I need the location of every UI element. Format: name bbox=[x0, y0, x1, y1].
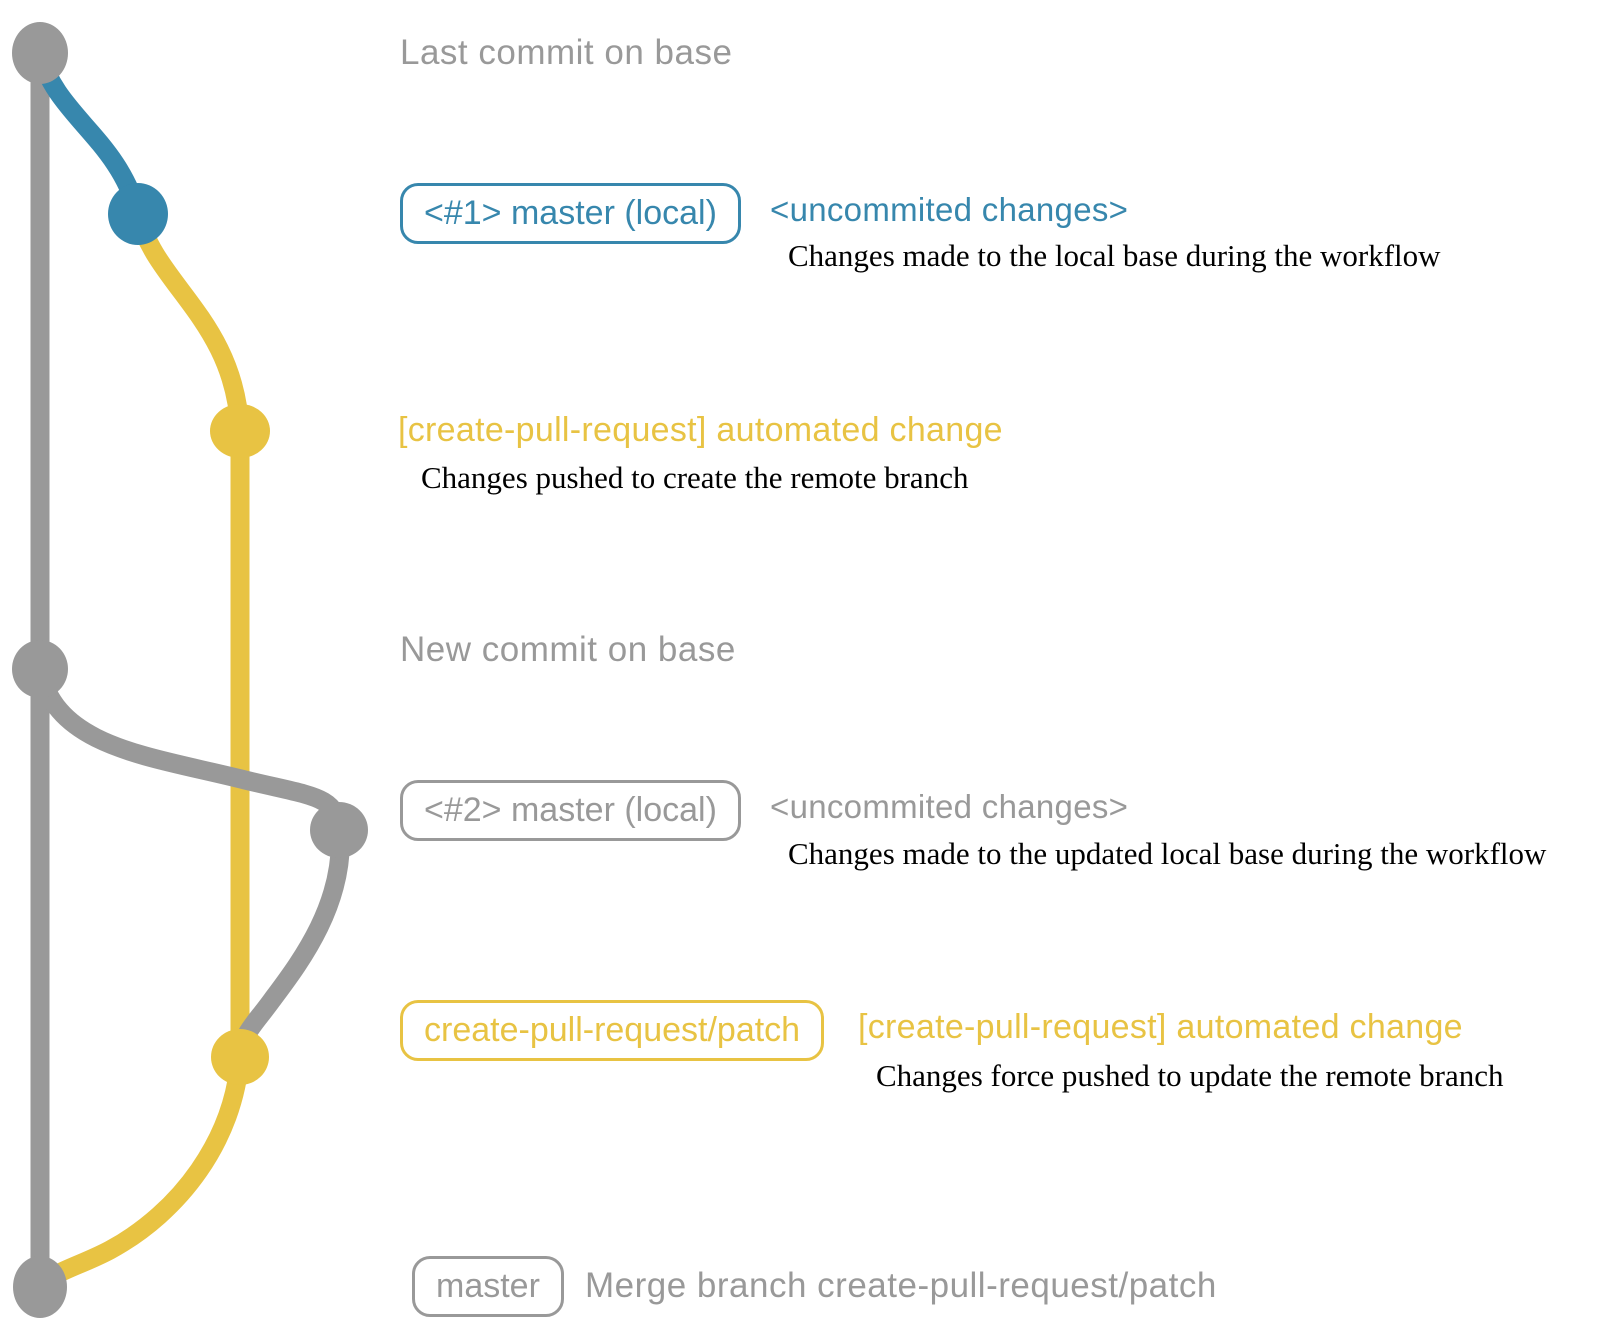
uncommited-changes-1-description: Changes made to the local base during th… bbox=[788, 238, 1441, 273]
uncommited-changes-2-description: Changes made to the updated local base d… bbox=[788, 836, 1547, 871]
patch-branch-merge-curve bbox=[32, 1056, 250, 1294]
uncommited-changes-2-headline: <uncommited changes> bbox=[770, 788, 1129, 825]
merge-branch-label: Merge branch create-pull-request/patch bbox=[585, 1266, 1217, 1305]
uncommited-changes-1-headline: <uncommited changes> bbox=[770, 191, 1129, 228]
commit-dot-patch-1 bbox=[210, 404, 270, 458]
new-commit-on-base-label: New commit on base bbox=[400, 630, 736, 669]
last-commit-on-base-label: Last commit on base bbox=[400, 33, 733, 72]
commit-dot-base-new bbox=[12, 640, 68, 698]
badge-master: master bbox=[412, 1256, 564, 1317]
badge-create-pull-request-patch: create-pull-request/patch bbox=[400, 1000, 825, 1061]
patch-branch-curve-top bbox=[128, 211, 250, 432]
local-master-2-branch-out-curve bbox=[30, 666, 350, 833]
commit-dot-base-top bbox=[12, 22, 68, 84]
commit-graph bbox=[12, 22, 368, 1318]
badge-master-local-1: <#1> master (local) bbox=[400, 183, 741, 244]
badge-master-local-2: <#2> master (local) bbox=[400, 780, 741, 841]
commit-dot-patch-2 bbox=[211, 1029, 269, 1085]
commit-dot-local-master-2 bbox=[310, 802, 368, 858]
automated-change-1-description: Changes pushed to create the remote bran… bbox=[421, 460, 969, 495]
local-master-2-branch-in-curve bbox=[230, 830, 350, 1059]
automated-change-2-headline: [create-pull-request] automated change bbox=[858, 1008, 1463, 1046]
commit-dot-local-master-1 bbox=[108, 183, 168, 245]
automated-change-2-description: Changes force pushed to update the remot… bbox=[876, 1058, 1504, 1093]
commit-dot-merge bbox=[13, 1256, 67, 1318]
automated-change-1-headline: [create-pull-request] automated change bbox=[398, 411, 1003, 449]
